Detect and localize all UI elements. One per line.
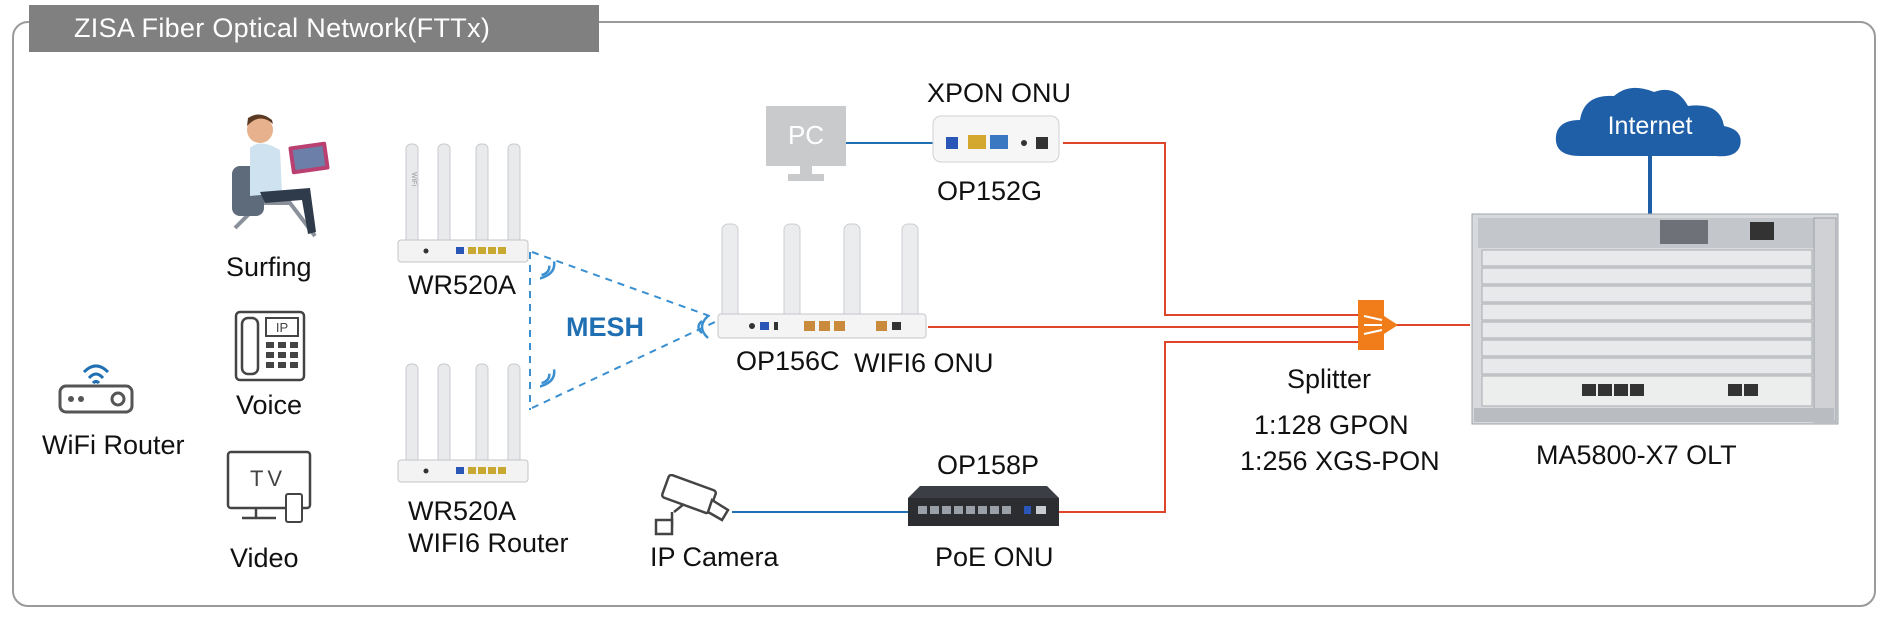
- op152g-label: OP152G: [937, 176, 1043, 206]
- video-label: Video: [230, 543, 299, 573]
- olt-chassis-icon: [1471, 213, 1839, 425]
- wifi-router-label: WiFi Router: [42, 430, 185, 460]
- pc-text: PC: [788, 120, 824, 150]
- wr520a-router-bottom-icon: [397, 363, 529, 483]
- internet-text: Internet: [1608, 112, 1693, 140]
- diagram-title: ZISA Fiber Optical Network(FTTx): [29, 5, 599, 52]
- xpon-onu-label: XPON ONU: [927, 78, 1072, 108]
- ratio-xgs-label: 1:256 XGS-PON: [1240, 446, 1440, 476]
- voice-label: Voice: [236, 390, 303, 420]
- pc-monitor-icon: PC: [766, 106, 846, 181]
- tv-screen-text: TV: [250, 466, 286, 491]
- fiber-links: [928, 142, 1470, 513]
- op152g-onu-icon: [932, 115, 1060, 163]
- wifi6-onu-label: WIFI6 ONU: [854, 348, 994, 378]
- fiber-poe: [1058, 341, 1362, 513]
- wifi-signal-icon: [540, 261, 556, 280]
- surfing-person-icon: [232, 114, 330, 238]
- wr520a-router-top-icon: WiFi: [397, 143, 529, 263]
- splitter-label: Splitter: [1287, 364, 1372, 394]
- op158p-label: OP158P: [937, 450, 1040, 480]
- op156c-onu-icon: [717, 223, 927, 339]
- mesh-link-top: [531, 251, 716, 319]
- op158p-poe-onu-icon: [908, 486, 1059, 526]
- wr520a-bottom-label: WR520A: [408, 496, 517, 526]
- brand-text: WiFi: [410, 172, 417, 186]
- tv-icon: TV: [226, 450, 312, 523]
- op156c-label: OP156C: [736, 346, 840, 376]
- wifi6-router-label: WIFI6 Router: [408, 528, 569, 558]
- fiber-xpon: [1063, 142, 1362, 316]
- olt-label: MA5800-X7 OLT: [1536, 440, 1737, 470]
- wifi-signal-icon: [697, 315, 709, 339]
- internet-cloud-icon: Internet: [1555, 87, 1741, 157]
- phone-screen-text: IP: [276, 320, 288, 335]
- mesh-label: MESH: [566, 312, 645, 342]
- wr520a-top-label: WR520A: [408, 270, 517, 300]
- surfing-label: Surfing: [226, 252, 312, 282]
- diagram-frame: [12, 21, 1876, 607]
- ratio-gpon-label: 1:128 GPON: [1254, 410, 1409, 440]
- mesh-links: [529, 251, 716, 410]
- wifi-router-icon: [58, 364, 134, 414]
- ip-camera-icon: [654, 474, 730, 536]
- ip-camera-label: IP Camera: [650, 542, 779, 572]
- wifi-signal-icon: [540, 369, 556, 388]
- ip-phone-icon: IP: [234, 310, 306, 382]
- poe-onu-label: PoE ONU: [935, 542, 1054, 572]
- splitter-icon: [1358, 300, 1398, 350]
